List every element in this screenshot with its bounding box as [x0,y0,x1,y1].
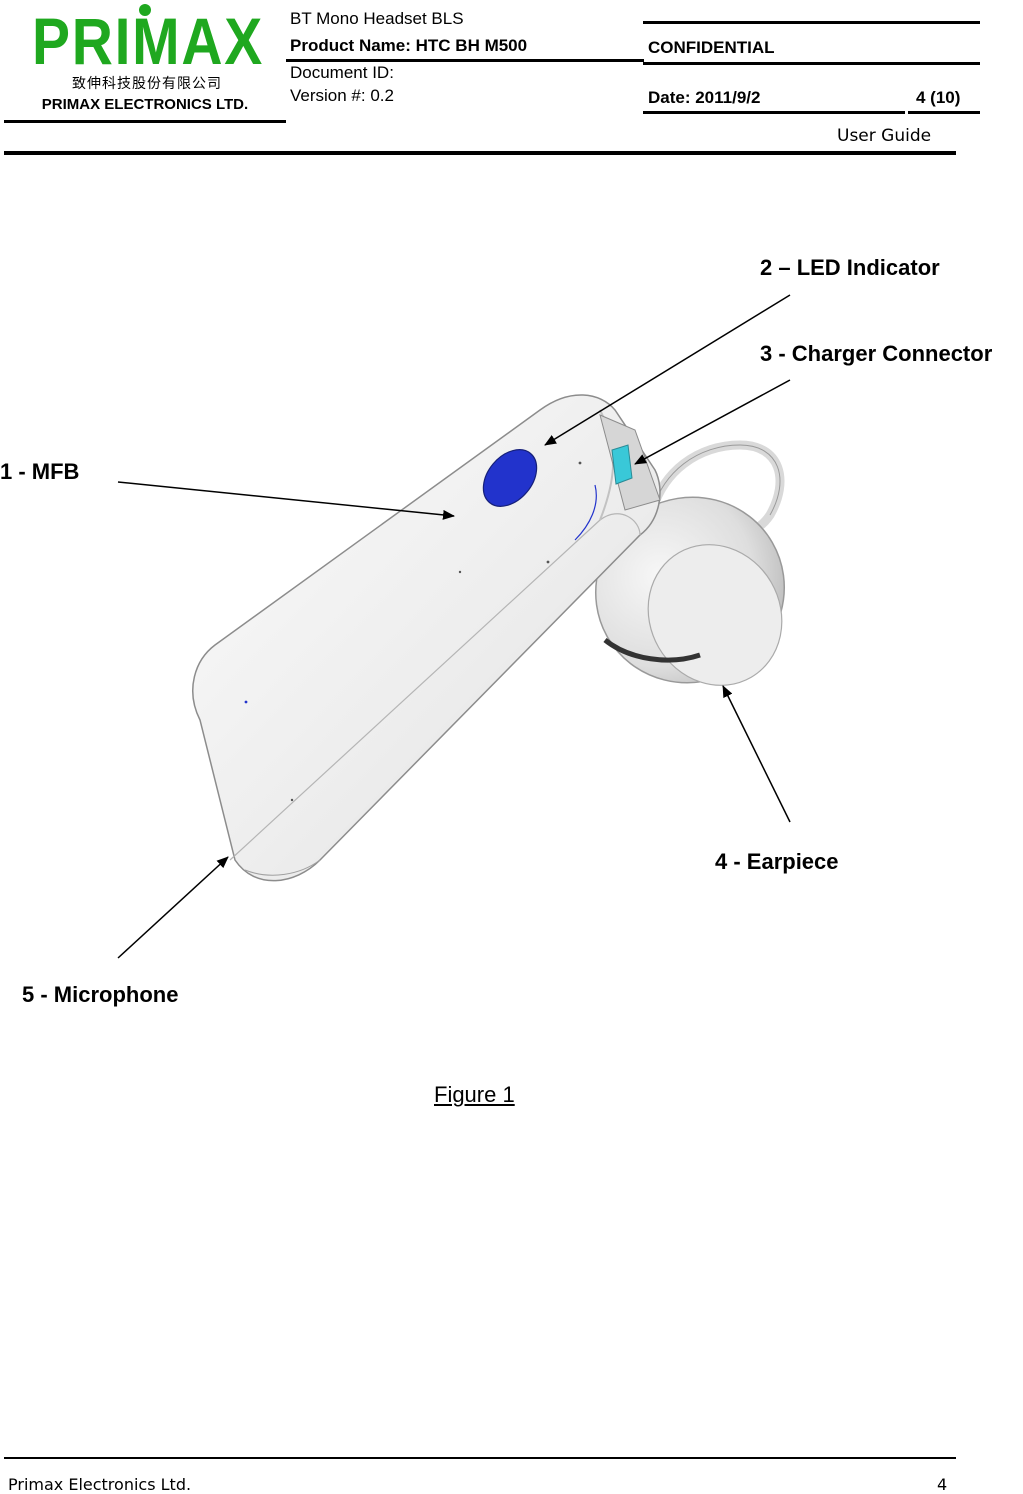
label-mfb: 1 - MFB [0,459,80,484]
confidential-top-rule [643,21,980,24]
footer-rule [4,1457,956,1459]
figure-caption: Figure 1 [434,1082,515,1107]
arrow-charger [634,379,791,465]
label-led-indicator: 2 – LED Indicator [760,255,940,280]
doc-title: BT Mono Headset BLS [290,9,464,28]
company-english-name: PRIMAX ELECTRONICS LTD. [41,96,249,113]
company-chinese-name: 致伸科技股份有限公司 [72,76,222,92]
arrow-mfb [117,481,455,520]
primax-logo: PRIMAX [32,4,262,70]
version: Version #: 0.2 [290,86,394,105]
earpiece-shape [594,496,786,686]
mfb-button-mark [482,449,538,507]
charger-connector-mark [611,444,633,485]
footer-page-number: 4 [937,1475,948,1494]
document-id: Document ID: [290,63,394,82]
label-earpiece: 4 - Earpiece [715,849,839,874]
product-underline [286,59,644,62]
page-underline [908,111,980,114]
headset-body [192,394,661,882]
logo-underline [4,120,286,123]
arrow-led [544,294,791,446]
confidential-bottom-rule [643,62,980,65]
arrow-earpiece [722,685,791,823]
label-microphone: 5 - Microphone [22,982,179,1007]
label-charger-connector: 3 - Charger Connector [760,341,993,366]
doc-type: User Guide [837,126,932,146]
date: Date: 2011/9/2 [648,88,761,107]
arrow-microphone [117,856,229,959]
product-name: Product Name: HTC BH M500 [290,36,528,55]
header-bottom-rule [4,151,956,155]
confidential-label: CONFIDENTIAL [648,38,775,57]
footer-company: Primax Electronics Ltd. [8,1475,192,1494]
page-indicator: 4 (10) [916,88,961,107]
date-underline [643,111,905,114]
